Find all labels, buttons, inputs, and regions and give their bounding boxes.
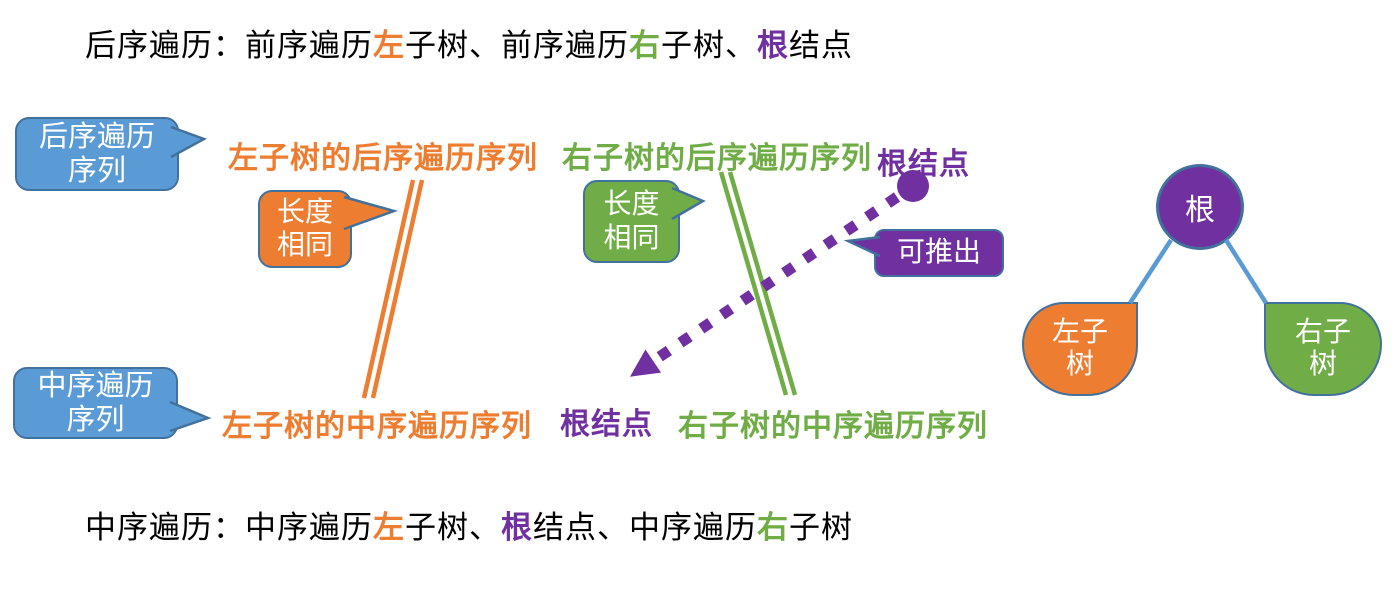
label-left-inorder-sequence: 左子树的中序遍历序列: [222, 410, 532, 443]
equal-lines-orange-icon: [361, 179, 425, 399]
label-root-node-top: 根结点: [877, 148, 970, 181]
callout-postorder-sequence: 后序遍历 序列: [15, 117, 179, 191]
tree-right-subtree-label-line1: 右子: [1294, 316, 1351, 348]
callout-inorder-sequence: 中序遍历 序列: [13, 367, 178, 439]
title-inorder-rule: 中序遍历：中序遍历左子树、根结点、中序遍历右子树: [85, 510, 853, 545]
tree-left-subtree-label-line2: 树: [1065, 349, 1094, 380]
callout-same-length-left-line1: 长度: [276, 196, 333, 228]
callout-same-length-right: 长度 相同: [583, 180, 680, 263]
tree-edge-right: [1224, 238, 1268, 305]
callout-same-length-left-line2: 相同: [276, 230, 333, 261]
tree-edge-left: [1128, 238, 1173, 305]
tree-left-subtree-label-line1: 左子: [1051, 316, 1108, 348]
label-right-postorder-sequence: 右子树的后序遍历序列: [562, 142, 872, 175]
callout-same-length-left: 长度 相同: [258, 190, 352, 268]
tree-right-subtree-label-line2: 树: [1308, 349, 1337, 380]
label-root-node-bottom: 根结点: [560, 408, 653, 441]
tree-left-subtree-node: 左子 树: [1022, 302, 1138, 396]
callout-postorder-sequence-line1: 后序遍历: [38, 120, 155, 153]
tree-root-node: 根: [1156, 164, 1244, 250]
callout-deduce-label: 可推出: [896, 237, 981, 269]
label-right-inorder-sequence: 右子树的中序遍历序列: [678, 410, 988, 443]
callout-deduce: 可推出: [874, 229, 1004, 277]
callout-same-length-right-line2: 相同: [603, 222, 660, 254]
title-postorder-rule: 后序遍历：前序遍历左子树、前序遍历右子树、根结点: [85, 28, 853, 63]
callout-postorder-sequence-line2: 序列: [67, 155, 126, 187]
callout-inorder-sequence-line2: 序列: [66, 404, 125, 436]
callout-inorder-sequence-line1: 中序遍历: [37, 369, 154, 402]
label-left-postorder-sequence: 左子树的后序遍历序列: [228, 142, 538, 175]
callout-same-length-right-line1: 长度: [603, 189, 660, 221]
equal-lines-green-icon: [718, 171, 798, 396]
tree-right-subtree-node: 右子 树: [1264, 302, 1382, 396]
tree-root-label: 根: [1185, 194, 1215, 227]
